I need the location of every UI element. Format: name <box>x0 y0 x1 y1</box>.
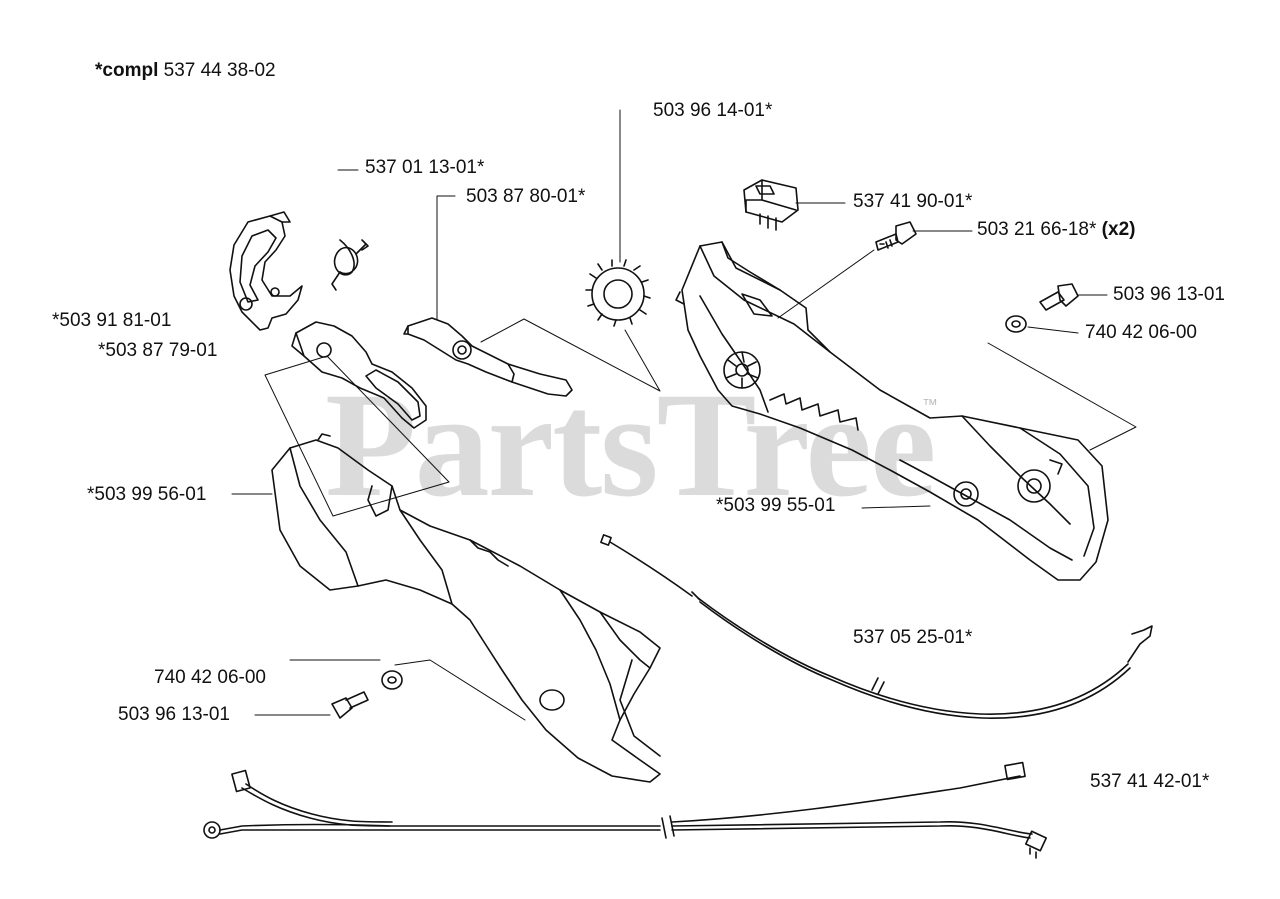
part-label-537-01-13-01: 537 01 13-01* <box>365 157 485 178</box>
part-label-503-91-81-01: *503 91 81-01 <box>52 310 172 331</box>
leader-lines <box>231 109 1137 721</box>
washer-part-740-42-06-00-top <box>1005 315 1027 333</box>
part-label-503-99-56-01: *503 99 56-01 <box>87 484 207 505</box>
part-label-503-87-79-01: *503 87 79-01 <box>98 340 218 361</box>
part-label-537-05-25-01: 537 05 25-01* <box>853 627 973 648</box>
bracket-part-503-91-81-01 <box>229 211 303 331</box>
complete-assembly-label: *compl 537 44 38-02 <box>95 60 276 81</box>
part-label-740-42-06-00-bottom: 740 42 06-00 <box>154 667 266 688</box>
ring-part-503-96-14-01 <box>585 259 651 327</box>
wire-harness-part-537-41-42-01 <box>203 761 1048 859</box>
trademark-symbol: ™ <box>922 397 938 414</box>
part-label-740-42-06-00-top: 740 42 06-00 <box>1085 322 1197 343</box>
switch-part-537-41-90-01 <box>743 179 799 231</box>
part-label-537-41-90-01: 537 41 90-01* <box>853 191 973 212</box>
part-label-503-21-66-18: 503 21 66-18* (x2) <box>977 219 1136 240</box>
part-label-503-96-13-01-top: 503 96 13-01 <box>1113 284 1225 305</box>
throttle-lever-part-503-87-80-01 <box>403 317 573 397</box>
throttle-cable-part-537-05-25-01 <box>600 534 1153 719</box>
part-label-503-99-55-01: *503 99 55-01 <box>716 495 836 516</box>
part-label-503-96-14-01: 503 96 14-01* <box>653 100 773 121</box>
spring-part-537-01-13-01 <box>331 239 369 291</box>
screw-part-503-96-13-01-top <box>1039 283 1079 311</box>
handle-housing-part-503-99-55-01 <box>675 241 1109 581</box>
partstree-watermark: PartsTree <box>325 362 936 528</box>
washer-part-740-42-06-00-bottom <box>381 670 403 690</box>
part-label-503-96-13-01-bottom: 503 96 13-01 <box>118 704 230 725</box>
part-label-503-87-80-01: 503 87 80-01* <box>466 186 586 207</box>
trigger-part-503-87-79-01 <box>291 321 427 429</box>
handle-cover-part-503-99-56-01 <box>271 433 661 783</box>
screw-part-503-21-66-18 <box>875 221 917 251</box>
screw-part-503-96-13-01-bottom <box>331 691 369 719</box>
part-label-537-41-42-01: 537 41 42-01* <box>1090 771 1210 792</box>
